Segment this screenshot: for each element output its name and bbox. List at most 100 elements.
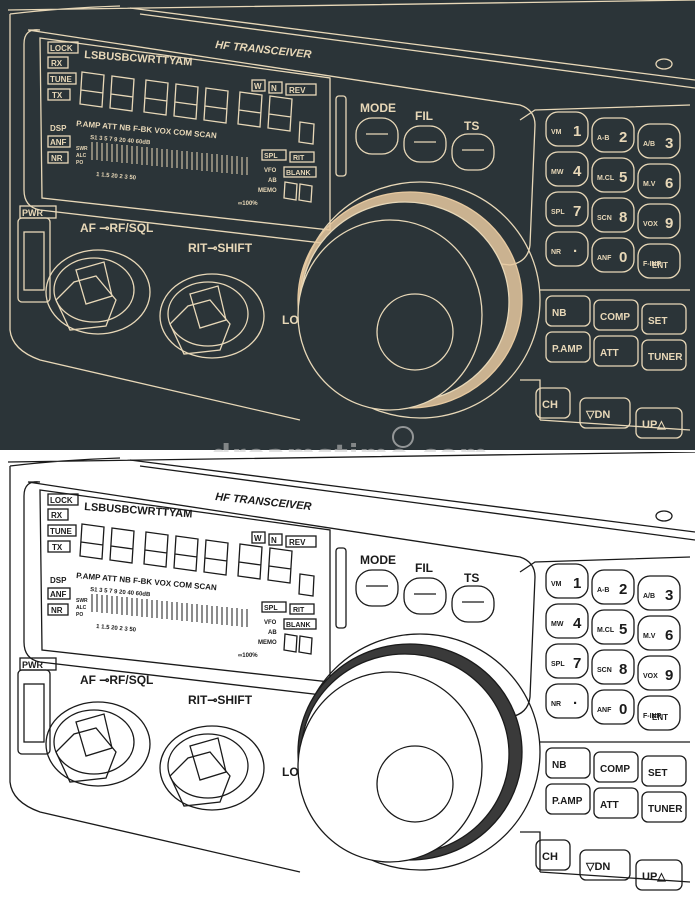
svg-text:NR: NR [551,701,561,708]
svg-text:ENT: ENT [652,713,668,722]
af-rf-knob-light[interactable] [45,701,151,787]
display-slot [335,95,347,177]
corner-screw-icon-light [655,510,673,522]
svg-text:A-B: A-B [597,587,609,594]
mode-row: LSBUSBCWRTTYAM [84,49,193,69]
device-title: HF TRANSCEIVER [215,39,312,61]
func-button-att[interactable]: ATT [593,335,639,367]
bottom-button-0-light[interactable]: CH [535,839,571,871]
func-button-comp[interactable]: COMP [593,299,639,331]
bottom-buttons: CH ▽DN UP△ [535,387,683,439]
svg-text:6: 6 [665,627,673,644]
func-button-comp-light[interactable]: COMP [593,751,639,783]
main-dial-light[interactable] [297,633,541,871]
func-button-p-amp[interactable]: P.AMP [545,331,591,363]
rit-shift-knob[interactable] [159,273,265,359]
rit-shift-label-light: RIT⊸SHIFT [188,693,253,707]
func-button-set-light[interactable]: SET [641,755,687,787]
keypad-key-nr[interactable]: NR· [545,231,589,267]
svg-text:7: 7 [573,203,581,220]
svg-text:ANF: ANF [597,255,612,262]
svg-text:M.V: M.V [643,181,656,188]
func-button-p-amp-light[interactable]: P.AMP [545,783,591,815]
rx-tag [47,56,69,69]
func-button-tuner-light[interactable]: TUNER [641,791,687,823]
func-button-nb[interactable]: NB [545,295,591,327]
label-memo-light: MEMO [258,640,277,646]
tag-rx-light: RX [51,511,63,520]
ts-button-light[interactable] [451,585,495,623]
tag-blank: BLANK [286,170,311,177]
dial-finger-dimple [376,293,454,371]
func-button-att-light[interactable]: ATT [593,787,639,819]
percent-label-light: ∞100% [238,653,258,659]
percent-label: ∞100% [238,201,258,207]
power-switch-light[interactable]: PWR [17,657,57,755]
tag-spl-light: SPL [264,605,278,612]
ts-label-light: TS [464,571,479,585]
mode-button-light[interactable] [355,569,399,607]
fil-button[interactable] [403,125,447,163]
svg-text:UP△: UP△ [642,419,666,431]
mode-button[interactable] [355,117,399,155]
svg-text:0: 0 [619,701,627,718]
dsp-label-light: DSP [50,576,67,585]
tag-w-light: W [254,534,262,543]
svg-text:A/B: A/B [643,141,655,148]
device-title-light: HF TRANSCEIVER [215,491,312,513]
bottom-button-1[interactable]: ▽DN [579,397,631,429]
keypad-key-nr-light[interactable]: NR· [545,683,589,719]
meter-swr-light: SWR [76,598,88,604]
ts-button[interactable] [451,133,495,171]
svg-text:F-INP: F-INP [643,261,662,268]
bottom-button-0[interactable]: CH [535,387,571,419]
tag-rev-light: REV [289,538,306,547]
channel-digits [283,181,313,203]
func-button-set[interactable]: SET [641,303,687,335]
dark-radio-drawing: HF TRANSCEIVER LOCK RX TUNE TX LSBUSBCWR… [7,0,695,439]
main-dial[interactable] [297,181,541,419]
meter-swr: SWR [76,146,88,152]
svg-text:SPL: SPL [551,661,565,668]
tag-w: W [254,82,262,91]
svg-text:CH: CH [542,399,558,411]
svg-text:▽DN: ▽DN [585,861,610,873]
meter-alc-light: ALC [76,605,87,611]
bottom-button-1-light[interactable]: ▽DN [579,849,631,881]
bottom-button-2[interactable]: UP△ [635,407,683,439]
func-button-nb-light[interactable]: NB [545,747,591,779]
tag-spl: SPL [264,153,278,160]
func-button-tuner[interactable]: TUNER [641,339,687,371]
fil-button-light[interactable] [403,577,447,615]
rit-shift-knob-light[interactable] [159,725,265,811]
lo-label-light: LO [282,765,299,779]
bottom-button-2-light[interactable]: UP△ [635,859,683,891]
label-memo: MEMO [258,188,277,194]
power-switch[interactable]: PWR [17,205,57,303]
label-ab: AB [268,178,277,184]
af-rf-knob[interactable] [45,249,151,335]
